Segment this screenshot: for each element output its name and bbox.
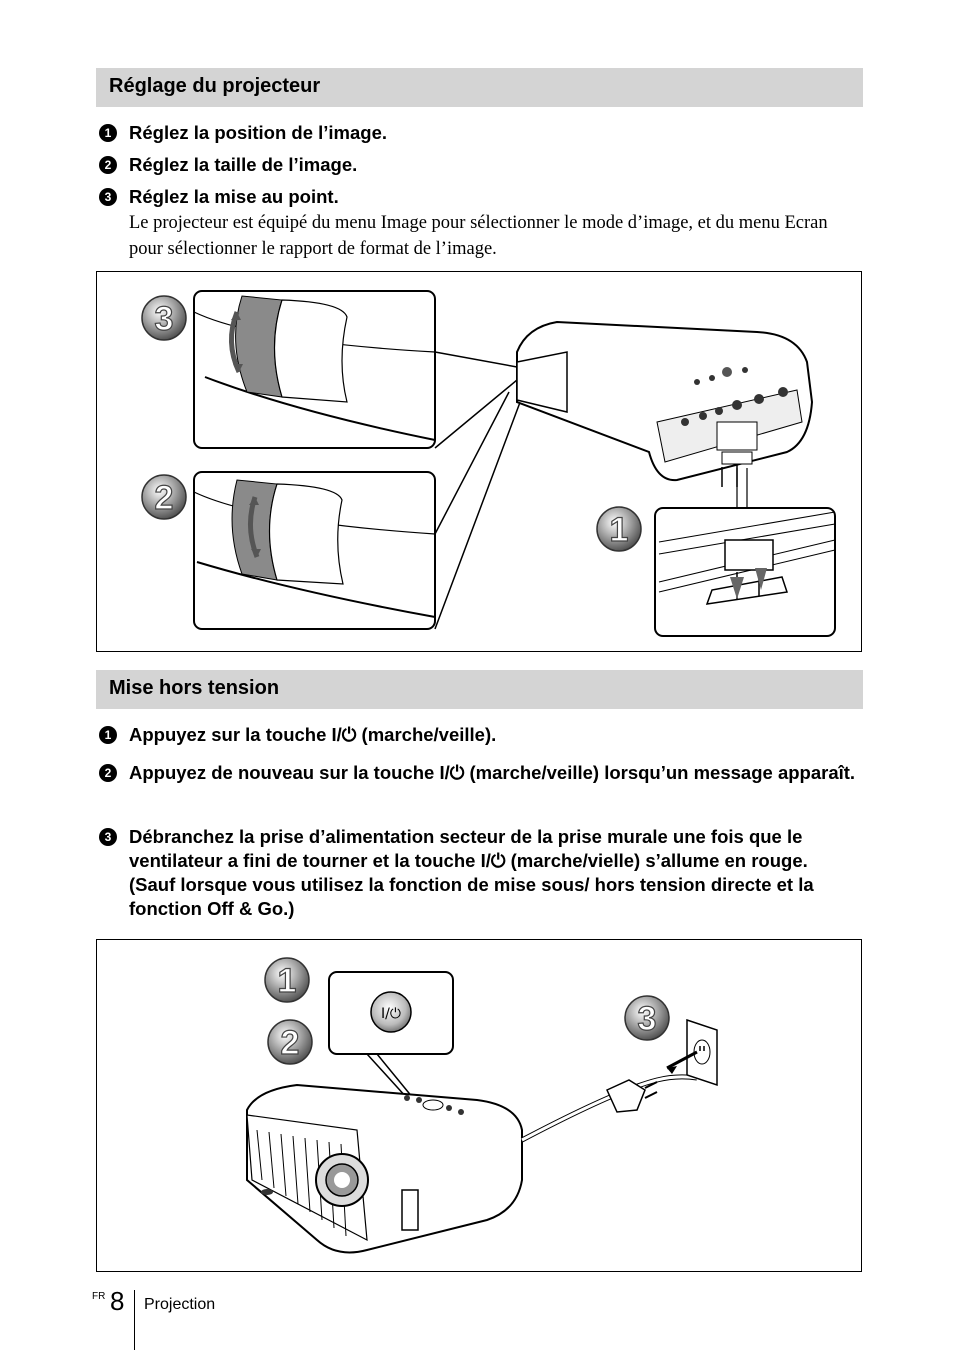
step-note: Le projecteur est équipé du menu Image p… <box>129 213 828 259</box>
svg-text:1: 1 <box>610 511 629 549</box>
callout-badge-3: 3 <box>624 995 670 1041</box>
footer-section-name: Projection <box>144 1296 216 1313</box>
step-number: 3 <box>99 188 117 206</box>
step-text: Réglez la taille de l’image. <box>129 154 358 175</box>
step-number: 3 <box>99 828 117 846</box>
step-number: 1 <box>99 726 117 744</box>
step-item: 1 Réglez la position de l’image. <box>99 121 387 145</box>
step-text: Appuyez sur la touche I/⏻ (marche/veille… <box>129 724 497 745</box>
wall-outlet <box>666 1018 718 1087</box>
projector-adjust-illustration: 3 2 1 <box>141 290 836 637</box>
step-text: Réglez la position de l’image. <box>129 122 388 143</box>
power-icon <box>370 991 412 1033</box>
step-number: 2 <box>99 156 117 174</box>
section-header-adjust: Réglage du projecteur <box>96 68 863 107</box>
step-item: 3 Débranchez la prise d’alimentation sec… <box>99 825 859 921</box>
step-text: Débranchez la prise d’alimentation secte… <box>129 826 814 919</box>
footer-divider <box>134 1290 135 1350</box>
callout-badge-1: 1 <box>264 957 310 1003</box>
callout-badge-1: 1 <box>596 506 642 552</box>
power-off-illustration: 1 2 3 I/⏻ <box>246 957 718 1254</box>
step-number: 1 <box>99 124 117 142</box>
elevator-foot-inset <box>654 468 836 637</box>
step-text: Réglez la mise au point. <box>129 186 339 207</box>
focus-ring-inset <box>193 290 436 449</box>
power-button-inset: I/⏻ <box>328 971 454 1099</box>
step-item: 2 Réglez la taille de l’image. <box>99 153 357 177</box>
svg-text:3: 3 <box>155 300 174 338</box>
power-cable-plug <box>520 1074 698 1143</box>
projector-rear-view <box>516 320 814 487</box>
step-item: 2 Appuyez de nouveau sur la touche I/⏻ (… <box>99 761 859 785</box>
step-item: 3 Réglez la mise au point. <box>99 185 339 209</box>
section-title: Réglage du projecteur <box>109 75 321 97</box>
svg-text:1: 1 <box>278 962 297 1000</box>
section-title: Mise hors tension <box>109 677 280 699</box>
svg-text:3: 3 <box>638 1000 657 1038</box>
callout-badge-3: 3 <box>141 295 187 341</box>
step-number: 2 <box>99 764 117 782</box>
page-number: 8 <box>110 1286 125 1316</box>
footer-language: FR <box>92 1291 106 1302</box>
power-button-label: I/⏻ <box>381 1006 401 1022</box>
callout-badge-2: 2 <box>267 1019 313 1065</box>
svg-text:2: 2 <box>281 1024 300 1062</box>
zoom-ring-inset <box>193 471 436 630</box>
power-off-figure: 1 2 3 I/⏻ <box>96 939 862 1272</box>
section-header-power-off: Mise hors tension <box>96 670 863 709</box>
projector-front-view <box>246 1083 523 1254</box>
callout-badge-2: 2 <box>141 474 187 520</box>
step-text: Appuyez de nouveau sur la touche I/⏻ (ma… <box>129 762 856 783</box>
svg-text:2: 2 <box>155 479 174 517</box>
leader-lines <box>434 351 523 630</box>
projector-adjust-figure: 3 2 1 <box>96 271 862 652</box>
step-item: 1 Appuyez sur la touche I/⏻ (marche/veil… <box>99 723 859 747</box>
